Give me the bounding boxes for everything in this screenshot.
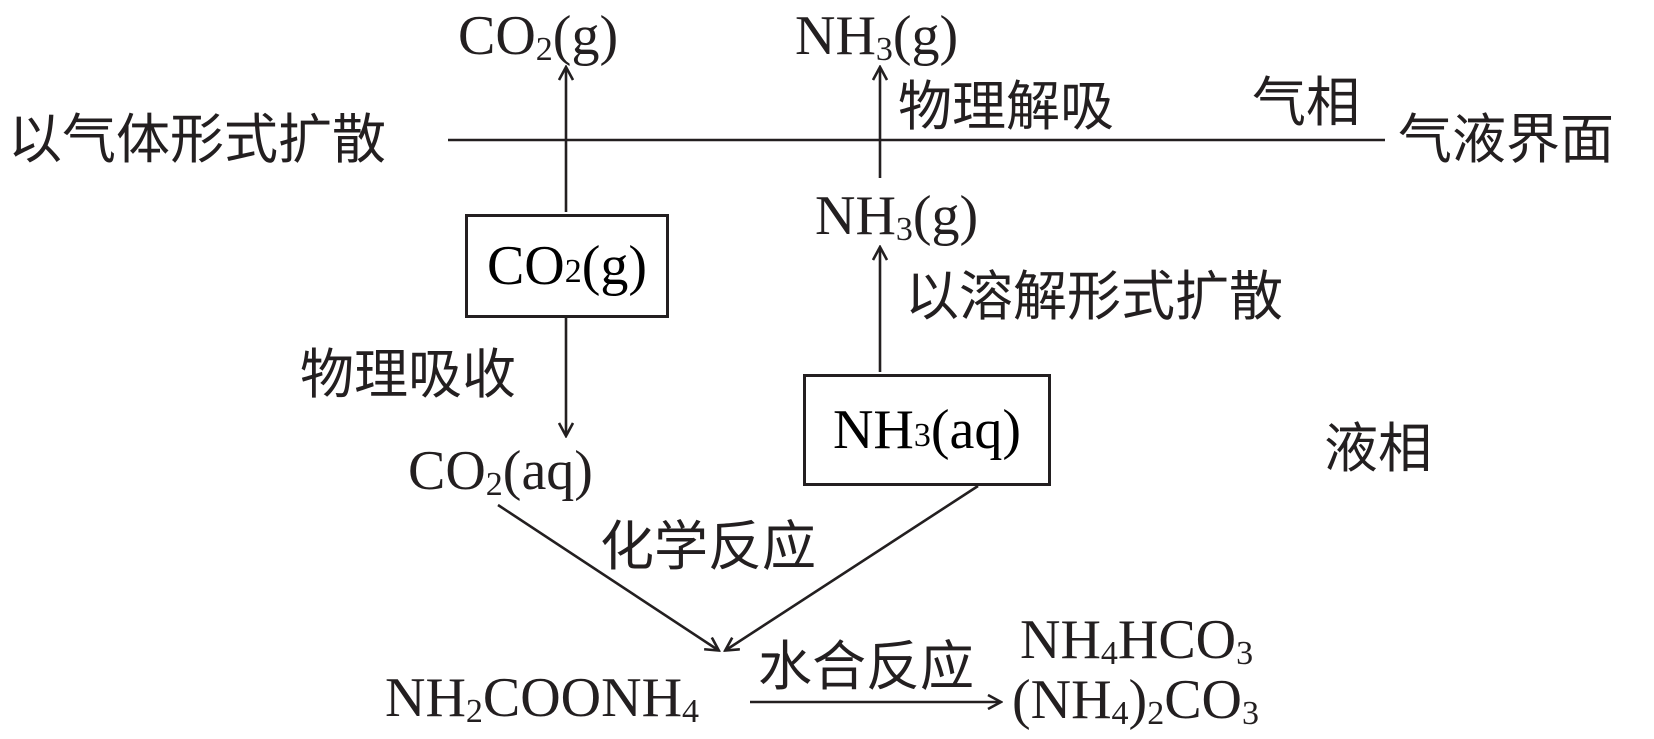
nh3-react-arrow [726,484,979,650]
nh3-gas-mid: NH3(g) [815,185,979,248]
interface-label: 气液界面 [1398,108,1614,171]
co2-gas-top: CO2(g) [458,5,619,68]
gas-phase-label: 气相 [1252,71,1360,134]
physical-desorption-label: 物理解吸 [898,75,1114,138]
ammonium-carbonate: (NH4)2CO3 [1012,669,1259,732]
co2-react-arrow [497,503,718,650]
hydration-reaction-label: 水合反应 [758,635,974,698]
dissolved-diffusion-label: 以溶解形式扩散 [905,265,1283,328]
chemical-reaction-label: 化学反应 [600,515,816,578]
physical-absorption-label: 物理吸收 [300,343,516,406]
liquid-phase-label: 液相 [1324,417,1432,480]
ammonium-carbamate: NH2COONH4 [385,667,700,730]
nh3-gas-top: NH3(g) [795,5,959,68]
ammonium-bicarbonate: NH4HCO3 [1020,609,1254,672]
co2-aq: CO2(aq) [408,440,593,503]
gas-diffusion-label: 以气体形式扩散 [8,108,386,171]
